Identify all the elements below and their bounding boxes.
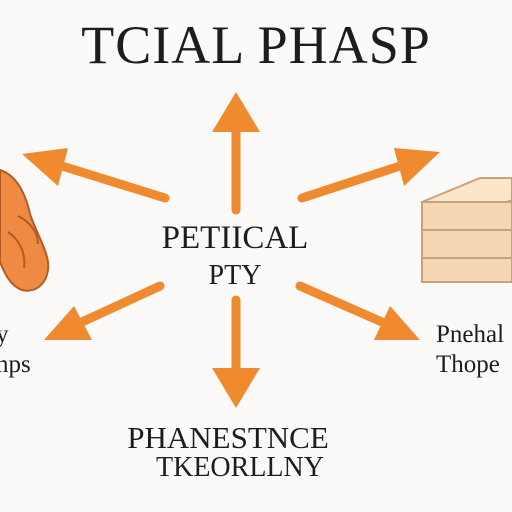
arrow-upper-right: [297, 148, 440, 203]
right-label-line2: Thope: [436, 351, 500, 378]
arrow-lower-left: [44, 281, 165, 340]
arrow-upper-left: [22, 148, 170, 203]
bottom-label-line1: PHANESTNCE: [127, 420, 329, 455]
arrow-lower-right: [295, 281, 420, 340]
center-label-line2: PTY: [208, 260, 262, 291]
arrow-down: [212, 295, 260, 408]
hand-illustration: [0, 168, 50, 292]
left-label-line2: nps: [0, 351, 31, 378]
left-label-line1: y: [0, 321, 9, 348]
diagram-title: TCIAL PHASP: [81, 15, 431, 75]
right-label-line1: Pnehal: [436, 321, 505, 348]
box-illustration: [419, 177, 512, 283]
arrow-up: [212, 92, 260, 215]
center-label-line1: PETIICAL: [161, 220, 309, 256]
bottom-label-line2: TKEORLLNY: [156, 452, 324, 483]
